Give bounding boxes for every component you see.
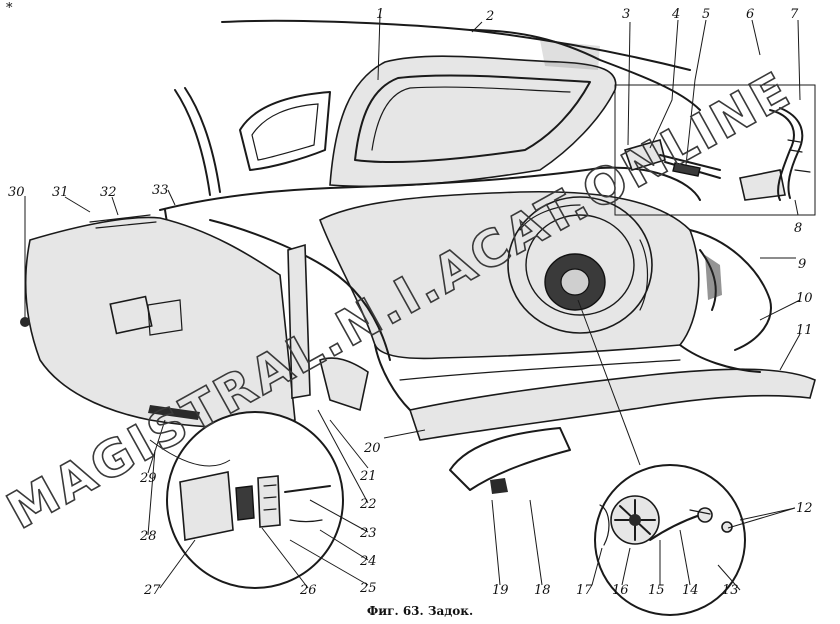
callout-19: 19: [492, 583, 509, 598]
callout-24: 24: [359, 554, 377, 569]
callout-2: 2: [485, 9, 494, 24]
callout-18: 18: [534, 583, 551, 598]
callout-26: 26: [299, 583, 317, 598]
callout-5: 5: [702, 7, 710, 22]
callout-28: 28: [139, 529, 157, 544]
car-body: [24, 19, 816, 494]
callout-10: 10: [796, 291, 813, 306]
callout-23: 23: [359, 526, 377, 541]
hinge-assembly: [614, 84, 816, 216]
callout-30: 30: [8, 185, 25, 200]
callout-12: 12: [796, 501, 813, 516]
callout-21: 21: [359, 469, 377, 484]
callout-27: 27: [143, 583, 161, 598]
callout-1: 1: [376, 7, 384, 22]
callout-9: 9: [798, 257, 806, 272]
callout-11: 11: [796, 323, 813, 338]
spare-tire: [507, 196, 653, 334]
callout-7: 7: [790, 7, 799, 22]
callout-29: 29: [139, 471, 157, 486]
callout-14: 14: [682, 583, 699, 598]
callout-15: 15: [648, 583, 665, 598]
callout-32: 32: [100, 185, 117, 200]
callout-8: 8: [794, 221, 802, 236]
callout-31: 31: [52, 185, 69, 200]
callout-leaders: [20, 13, 801, 591]
detail-fuel-cap: [594, 464, 746, 616]
detail-filler-door: [166, 411, 344, 589]
callout-labels: 1 2 3 4 5 6 7 8 9 10 11 12 13 14 15 16 1…: [8, 7, 813, 598]
figure-caption: Фиг. 63. Задок.: [366, 604, 474, 618]
callout-4: 4: [671, 7, 680, 22]
callout-6: 6: [746, 7, 754, 22]
callout-17: 17: [576, 583, 593, 598]
callout-20: 20: [363, 441, 381, 456]
callout-25: 25: [359, 581, 377, 596]
callout-22: 22: [359, 497, 377, 512]
callout-16: 16: [612, 583, 629, 598]
callout-13: 13: [722, 583, 739, 598]
callout-33: 33: [152, 183, 169, 198]
corner-mark: *: [6, 1, 13, 16]
callout-3: 3: [622, 7, 630, 22]
